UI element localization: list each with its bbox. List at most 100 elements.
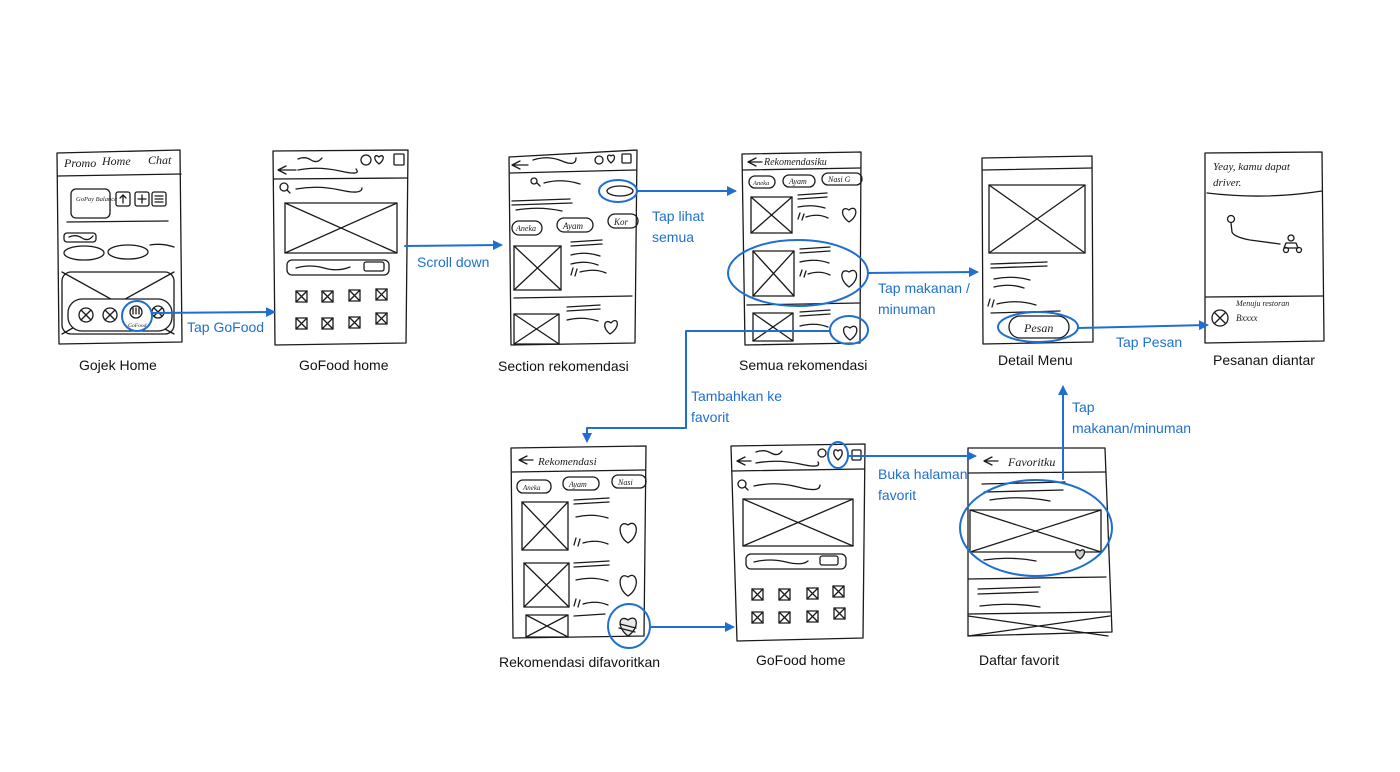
gofood-icon-caption: GoFood — [128, 323, 147, 329]
flow-annotations — [121, 179, 1209, 649]
screen-pesanan-diantar: Yeay, kamu dapat driver. Menuju restoran… — [1204, 151, 1325, 344]
food-image-placeholder-2 — [523, 562, 570, 608]
arrow-tap-pesan — [1077, 320, 1209, 331]
label-gojek-home: Gojek Home — [79, 357, 157, 373]
screen-daftar-favorit: Favoritku — [967, 447, 1113, 637]
driver-icon — [1287, 234, 1295, 242]
label-section-rekomendasi: Section rekomendasi — [498, 358, 629, 374]
favorite-food-image — [969, 509, 1102, 553]
food-image-placeholder — [750, 196, 793, 234]
driver-found-text-2: driver. — [1213, 177, 1241, 189]
search-icon — [279, 182, 289, 192]
chip-ayam-text: Ayam — [562, 221, 583, 231]
flow-label-tambahkan-ke-favorit: Tambahkan ke favorit — [691, 388, 783, 425]
flow-label-tap-lihat-semua: Tap lihat semua — [652, 208, 705, 245]
lihat-semua-link — [606, 185, 634, 197]
order-status-text: Menuju restoran — [1235, 299, 1289, 308]
chip-ayam-text: Ayam — [788, 177, 807, 186]
screen-rekomendasi-difavoritkan: Rekomendasi Aneka Ayam Nasi — [510, 445, 647, 639]
label-daftar-favorit: Daftar favorit — [979, 652, 1060, 668]
favorite-icon — [374, 155, 384, 165]
arrow-tambahkan-favorit — [582, 330, 831, 443]
driver-avatar — [1211, 309, 1229, 327]
hero-image-placeholder — [284, 202, 398, 254]
chip-aneka — [511, 220, 543, 236]
chip-more — [607, 213, 639, 229]
chip-ayam — [556, 217, 594, 233]
chip-nasi-text: Nasi G — [827, 175, 851, 184]
phone-frame-rekomendasi-difavoritkan — [510, 445, 647, 639]
tab-promo: Promo — [63, 156, 96, 170]
phone-frame-gofood-home — [272, 149, 409, 346]
pesan-button — [1008, 315, 1070, 339]
screen-gofood-home — [272, 149, 409, 346]
label-gofood-home: GoFood home — [299, 357, 389, 373]
tab-chat: Chat — [148, 153, 172, 167]
phone-frame-semua-rekomendasi — [741, 151, 862, 346]
tab-home: Home — [101, 154, 131, 168]
flow-label-tap-gofood: Tap GoFood — [187, 319, 265, 335]
highlight-gofood-icon — [121, 300, 153, 332]
screen-detail-menu: Pesan — [981, 155, 1094, 345]
flow-label-tap-makanan-minuman: Tap makanan / minuman — [878, 280, 970, 317]
rekomendasi-title: Rekomendasi — [537, 456, 597, 468]
service-icon — [78, 307, 94, 323]
label-gofood-home-2: GoFood home — [756, 652, 846, 668]
promo-card — [286, 259, 390, 276]
service-icons-row — [67, 298, 173, 332]
chip-nasi-text: Nasi — [617, 478, 633, 487]
label-rekomendasi-difavoritkan: Rekomendasi difavoritkan — [499, 654, 661, 670]
flow-label-tap-makanan-minuman-2: Tap makanan/minuman — [1072, 399, 1192, 436]
gopay-balance-text: GoPay Balance — [76, 196, 117, 203]
history-icon — [360, 154, 372, 166]
highlight-lihat-semua — [598, 179, 638, 203]
phone-frame-daftar-favorit — [967, 447, 1113, 637]
flow-label-tap-pesan: Tap Pesan — [1116, 334, 1183, 350]
highlight-favorite-icon — [827, 441, 849, 469]
highlight-menu-item — [727, 239, 869, 307]
chip-aneka-text: Aneka — [522, 484, 541, 492]
category-grid — [295, 288, 388, 330]
gofood-icon — [129, 305, 143, 319]
phone-frame-pesanan-diantar — [1204, 151, 1325, 344]
more-icon — [151, 191, 167, 207]
hero-image-placeholder — [742, 498, 854, 547]
food-image-placeholder-2 — [752, 250, 795, 297]
service-icon — [102, 307, 118, 323]
chip-ayam-text: Ayam — [568, 480, 587, 489]
label-semua-rekomendasi: Semua rekomendasi — [739, 357, 868, 373]
category-grid-2 — [751, 585, 846, 624]
arrow-tap-gofood — [151, 307, 276, 318]
food-image-placeholder-3 — [752, 312, 794, 342]
phone-frame-section-rekomendasi — [508, 149, 638, 346]
food-image-placeholder — [513, 245, 562, 291]
flow-label-scroll-down: Scroll down — [417, 254, 490, 270]
arrow-scroll-down — [404, 240, 503, 251]
flow-label-buka-halaman-favorit: Buka halaman favorit — [878, 466, 968, 503]
semua-rekomendasi-title: Rekomendasiku — [763, 157, 827, 168]
pesan-button-text: Pesan — [1023, 321, 1053, 335]
chip-aneka-text: Aneka — [752, 180, 769, 187]
phone-frame-detail-menu — [981, 155, 1094, 345]
promo-banner-image — [61, 271, 175, 335]
screen-gofood-home-2 — [730, 443, 866, 642]
label-detail-menu: Detail Menu — [998, 352, 1073, 368]
favorit-title: Favoritku — [1007, 455, 1055, 469]
pay-icon — [115, 191, 131, 207]
arrow-tap-makanan — [867, 267, 979, 278]
gopay-balance-card — [70, 188, 111, 219]
phone-frame-gojek-home — [56, 149, 183, 345]
chip-more-text: Kor — [613, 217, 629, 227]
food-image-placeholder-2 — [513, 313, 560, 345]
food-image-placeholder — [521, 501, 569, 551]
topup-icon — [134, 191, 150, 207]
highlight-favorite-item — [959, 479, 1113, 577]
restaurant-pin — [1226, 214, 1236, 224]
favorite-icon — [833, 449, 843, 461]
driver-found-text-1: Yeay, kamu dapat — [1213, 161, 1291, 173]
phone-frame-gofood-home-2 — [730, 443, 866, 642]
order-icon — [393, 153, 405, 166]
menu-image-placeholder — [988, 184, 1086, 254]
